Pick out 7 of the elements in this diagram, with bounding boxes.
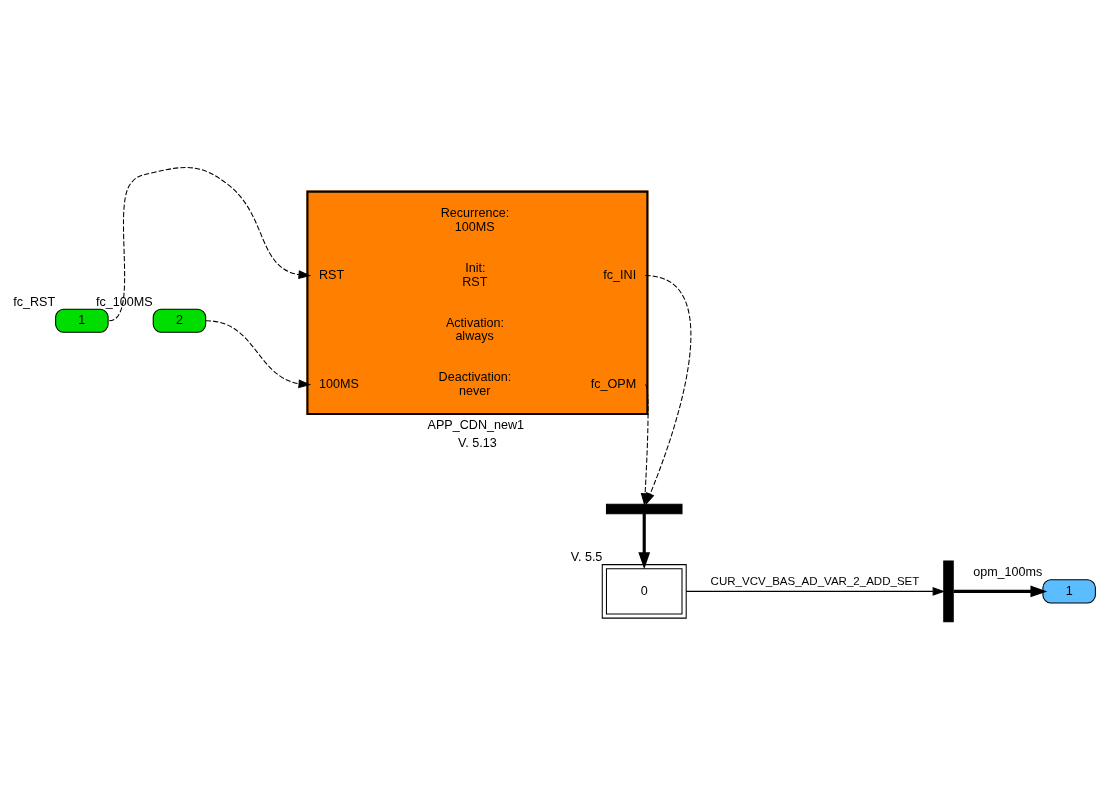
node-label: APP_CDN_new1 xyxy=(427,418,525,433)
edge-label: CUR_VCV_BAS_AD_VAR_2_ADD_SET xyxy=(710,574,920,587)
node-label: fc_RST xyxy=(13,294,56,309)
node-label: fc_100MS xyxy=(96,294,153,309)
node-label: V. 5.5 xyxy=(570,550,603,565)
node-label: opm_100ms xyxy=(973,565,1043,580)
node-label: V. 5.13 xyxy=(458,436,497,451)
